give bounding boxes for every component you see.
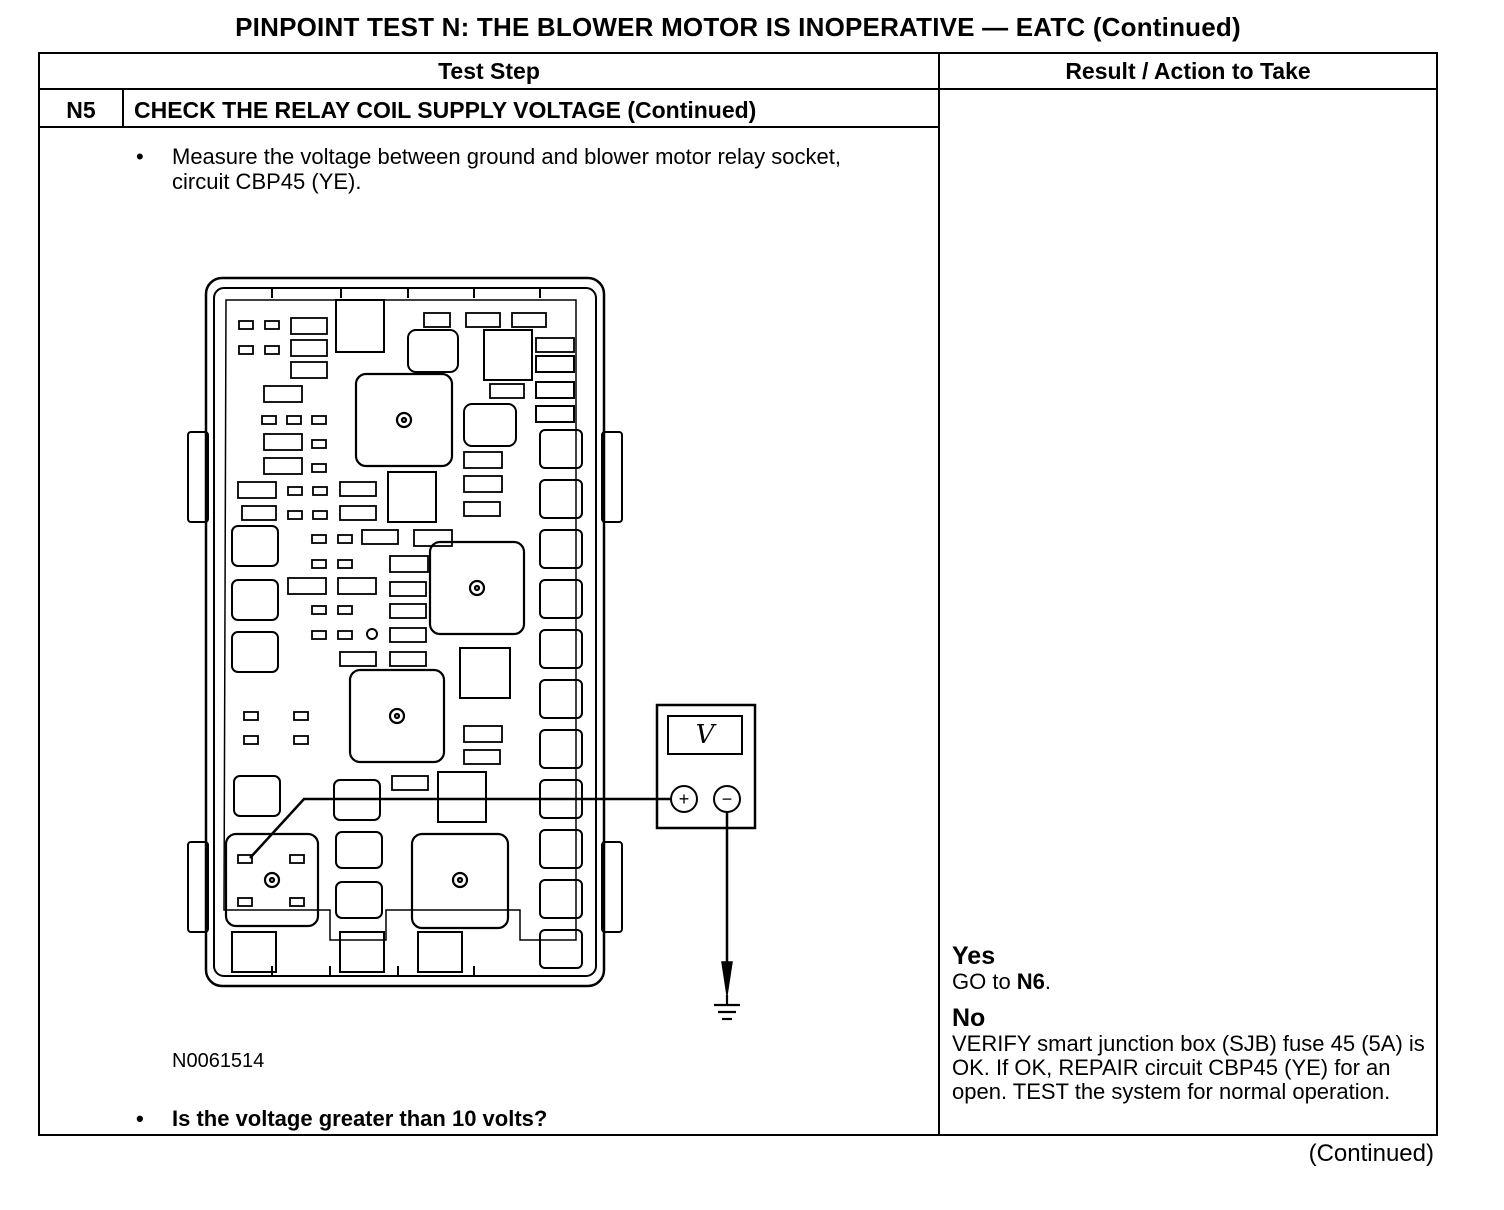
junction-box-outline xyxy=(204,276,606,988)
voltmeter-display xyxy=(667,715,743,755)
ground-symbol xyxy=(714,995,740,1021)
test-table: Test Step Result / Action to Take N5 CHE… xyxy=(38,52,1438,1136)
voltmeter-body xyxy=(655,703,757,830)
no-action: VERIFY smart junction box (SJB) fuse 45 … xyxy=(952,1031,1425,1104)
plus-sign: + xyxy=(678,789,690,809)
voltmeter-symbol: V xyxy=(695,720,715,750)
figure-id: N0061514 xyxy=(172,1050,265,1072)
bullet-dot: • xyxy=(136,1106,144,1131)
step-title: CHECK THE RELAY COIL SUPPLY VOLTAGE (Con… xyxy=(134,97,757,123)
yes-action: GO to N6. xyxy=(952,969,1052,994)
header-test-step: Test Step xyxy=(438,58,540,84)
result-no: No VERIFY smart junction box (SJB) fuse … xyxy=(952,1004,1432,1104)
result-yes: Yes GO to N6. xyxy=(952,942,1432,994)
yes-target: N6 xyxy=(1016,969,1045,994)
question: • Is the voltage greater than 10 volts? xyxy=(136,1106,892,1131)
yes-label: Yes xyxy=(952,942,996,970)
minus-sign: − xyxy=(721,789,733,809)
instruction-text: Measure the voltage between ground and b… xyxy=(172,144,841,194)
positive-test-lead xyxy=(249,797,671,859)
page-title: PINPOINT TEST N: THE BLOWER MOTOR IS INO… xyxy=(235,12,1241,42)
header-result-action: Result / Action to Take xyxy=(1065,58,1311,84)
continued-footer: (Continued) xyxy=(1308,1140,1434,1167)
instruction-measure: • Measure the voltage between ground and… xyxy=(136,144,892,194)
question-text: Is the voltage greater than 10 volts? xyxy=(172,1106,548,1131)
no-label: No xyxy=(952,1004,986,1032)
step-id: N5 xyxy=(66,97,96,123)
bullet-dot: • xyxy=(136,144,144,169)
